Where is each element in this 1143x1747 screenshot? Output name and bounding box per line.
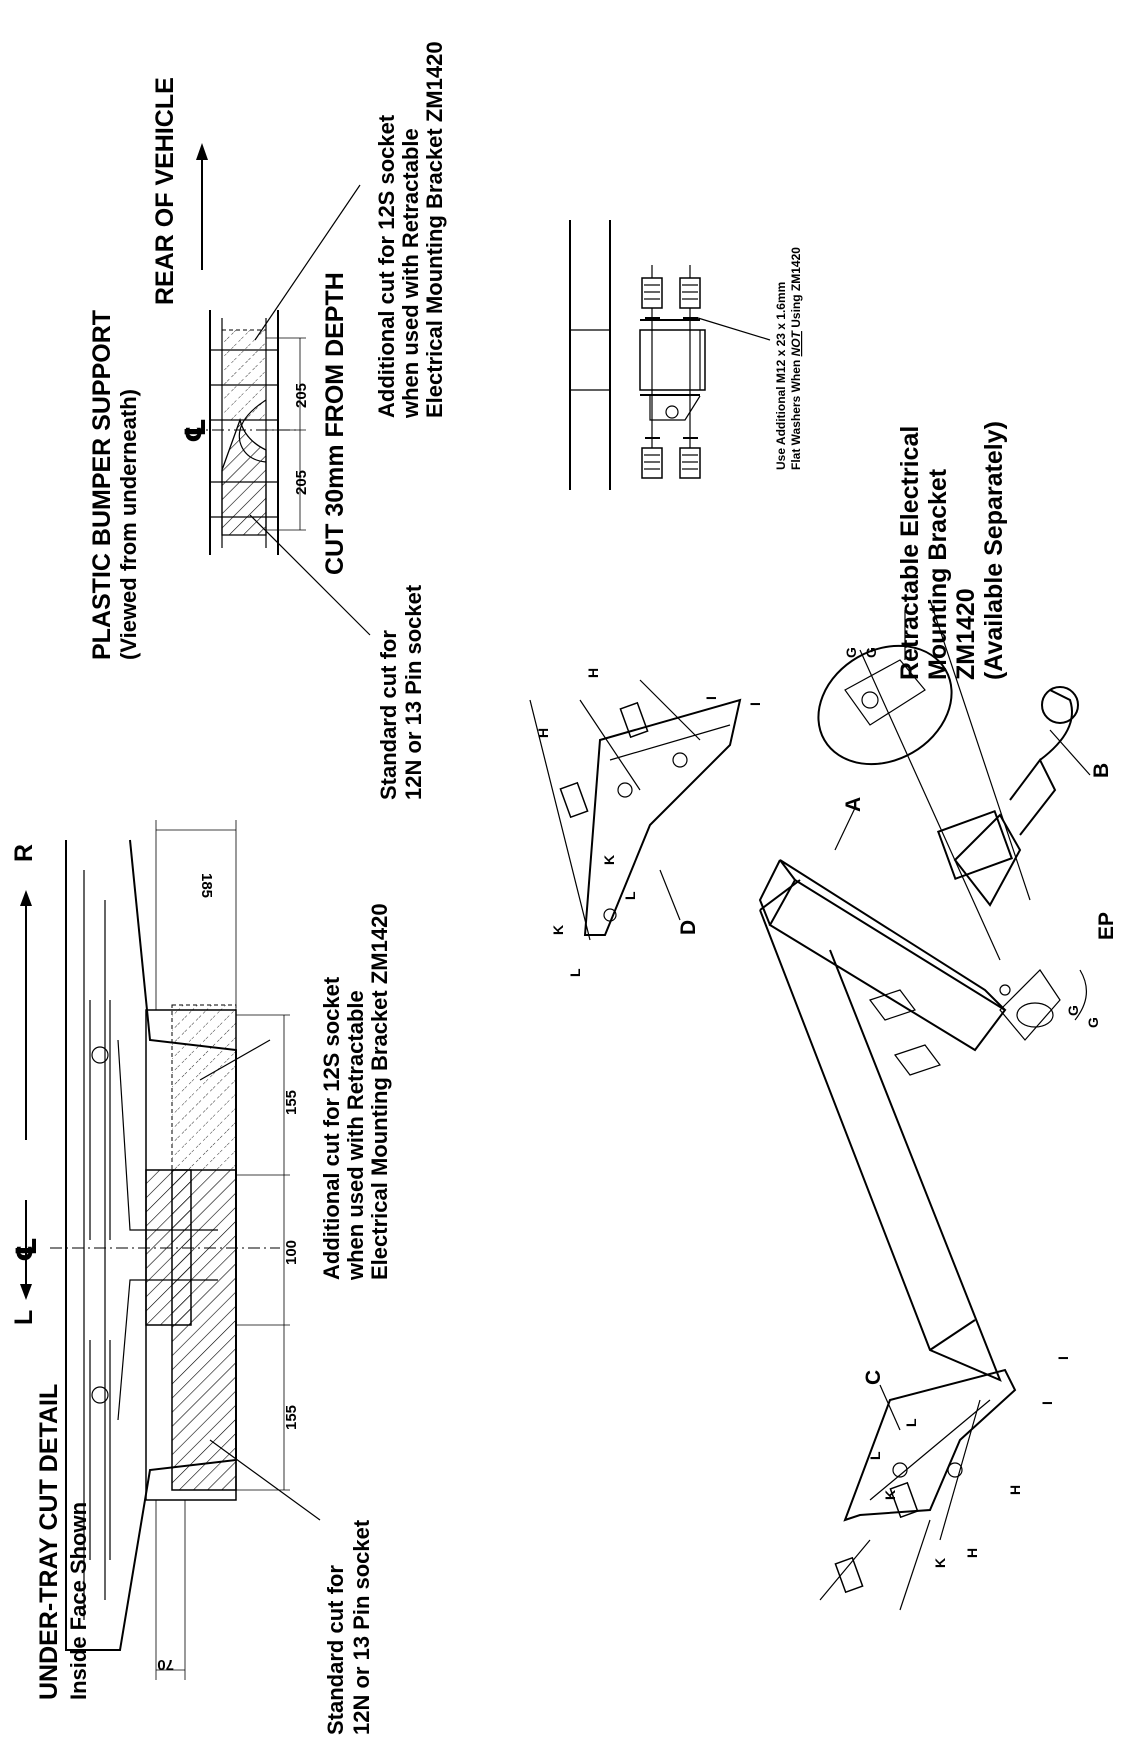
bumper-title-line2: (Viewed from underneath) — [116, 389, 141, 660]
part-label-D: D — [677, 920, 700, 935]
part-label-H-1: H — [535, 728, 551, 738]
bracket-note-line2: Mounting Bracket — [924, 468, 952, 680]
bumper-support-detail — [190, 143, 371, 636]
part-label-K-1: K — [550, 925, 566, 935]
washer-note-line2: Flat Washers When NOT Using ZM1420 — [789, 247, 803, 470]
under-tray-standard-cut-line2: 12N or 13 Pin socket — [349, 1519, 374, 1735]
part-label-C: C — [862, 1370, 885, 1385]
part-label-H-3: H — [964, 1548, 980, 1558]
washer-detail — [569, 220, 771, 490]
dim-185: 185 — [198, 873, 215, 898]
part-label-I-1: I — [703, 696, 719, 700]
part-label-K-4: K — [932, 1558, 948, 1568]
part-label-L-2: L — [622, 891, 638, 900]
under-tray-standard-cut-line1: Standard cut for — [323, 1565, 348, 1735]
under-tray-title: UNDER-TRAY CUT DETAIL — [35, 1384, 63, 1700]
under-tray-subtitle: Inside Face Shown — [66, 1502, 91, 1700]
rear-of-vehicle-label: REAR OF VEHICLE — [151, 77, 179, 305]
part-label-G-top2: G — [863, 647, 879, 658]
bumper-additional-cut-line1: Additional cut for 12S socket — [374, 114, 399, 418]
bracket-note-line4: (Available Separately) — [980, 421, 1008, 680]
bumper-title-line1: PLASTIC BUMPER SUPPORT — [88, 310, 116, 660]
dim-155-right: 155 — [283, 1090, 300, 1115]
bumper-standard-cut-line1: Standard cut for — [376, 630, 401, 800]
bumper-additional-cut-line2: when used with Retractable — [398, 128, 423, 419]
part-label-L-3: L — [867, 1451, 883, 1460]
part-label-I-4: I — [1055, 1356, 1071, 1360]
washer-note-line1: Use Additional M12 x 23 x 1.6mm — [774, 282, 788, 470]
direction-left-label: L — [10, 1310, 38, 1325]
part-label-I-2: I — [747, 702, 763, 706]
part-label-I-3: I — [1039, 1401, 1055, 1405]
part-label-B: B — [1090, 763, 1113, 778]
part-label-L-4: L — [903, 1418, 919, 1427]
cut-depth-label: CUT 30mm FROM DEPTH — [321, 272, 349, 575]
under-tray-additional-cut-line3: Electrical Mounting Bracket ZM1420 — [367, 903, 392, 1280]
bumper-additional-cut-line3: Electrical Mounting Bracket ZM1420 — [422, 41, 447, 418]
part-label-G-bottom1: G — [1065, 1005, 1081, 1016]
left-arrow-head — [20, 1284, 32, 1300]
towbar-assembly — [529, 599, 1091, 1611]
part-label-G-top1: G — [843, 647, 859, 658]
dim-70: 70 — [157, 1656, 174, 1673]
part-label-H-4: H — [1007, 1485, 1023, 1495]
dim-155-left: 155 — [283, 1405, 300, 1430]
part-label-H-2: H — [585, 668, 601, 678]
bumper-dim-205-right: 205 — [293, 470, 310, 495]
part-label-EP: EP — [1095, 912, 1118, 940]
under-tray-centerline-symbol: ℄ — [11, 1237, 42, 1262]
bumper-centerline-symbol: ℄ — [180, 418, 211, 443]
bumper-standard-cut-line2: 12N or 13 Pin socket — [401, 584, 426, 800]
bracket-note-line1: Retractable Electrical — [896, 426, 924, 680]
part-label-K-3: K — [882, 1490, 898, 1500]
bracket-note-line3: ZM1420 — [952, 588, 980, 680]
right-arrow-head — [20, 890, 32, 906]
direction-right-label: R — [10, 844, 38, 862]
dim-100: 100 — [283, 1240, 300, 1265]
bumper-dim-205-left: 205 — [293, 383, 310, 408]
part-label-L-1: L — [567, 968, 583, 977]
part-label-G-bottom2: G — [1085, 1017, 1101, 1028]
part-label-K-2: K — [601, 855, 617, 865]
under-tray-additional-cut-line1: Additional cut for 12S socket — [319, 976, 344, 1280]
part-label-A: A — [842, 797, 865, 812]
under-tray-detail — [50, 820, 321, 1680]
under-tray-additional-cut-line2: when used with Retractable — [343, 990, 368, 1281]
